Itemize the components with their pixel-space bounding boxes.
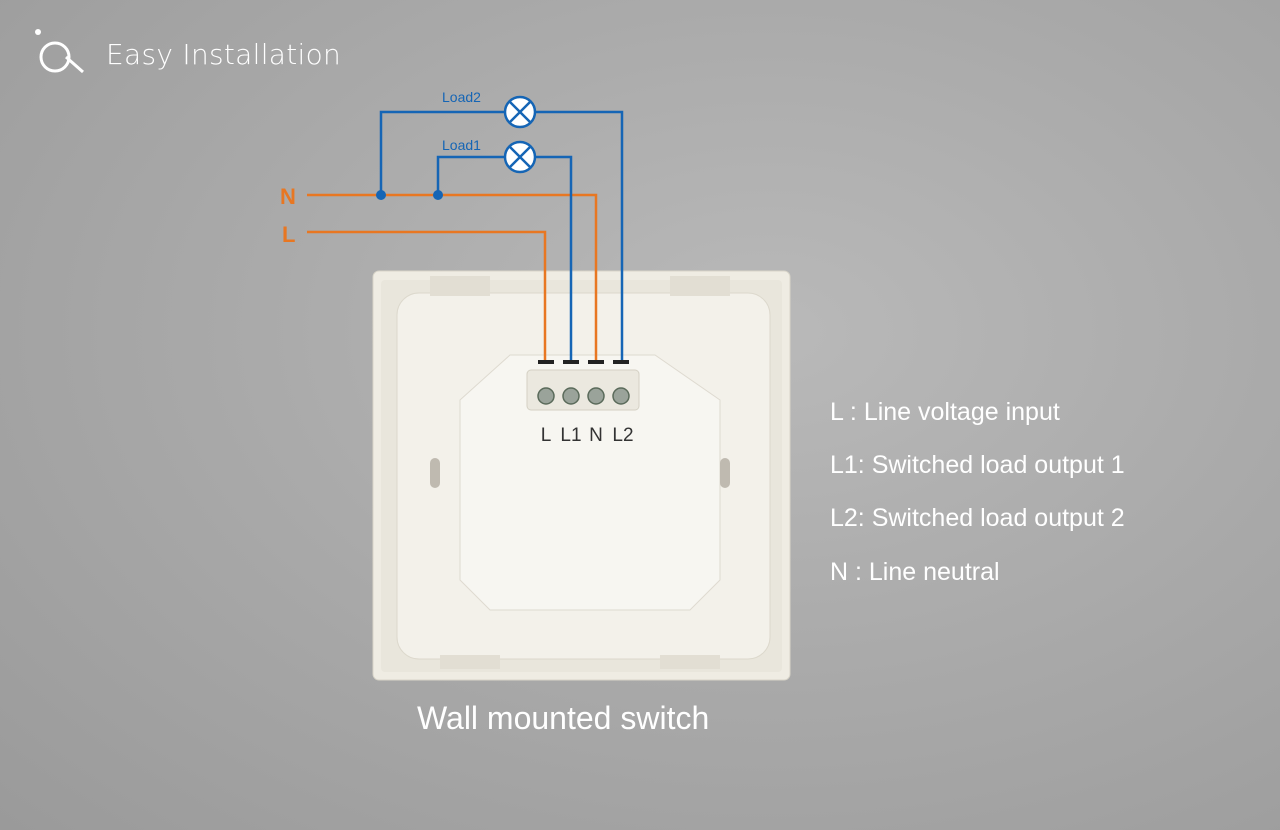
terminal-screws bbox=[537, 387, 630, 405]
caption: Wall mounted switch bbox=[417, 700, 710, 736]
terminal-label: L2 bbox=[612, 425, 633, 446]
load2-wire bbox=[379, 110, 624, 360]
junction-dot bbox=[376, 190, 386, 200]
load1-wire bbox=[436, 155, 573, 360]
terminal-label: N bbox=[589, 425, 603, 446]
terminal-label: L1 bbox=[560, 425, 581, 446]
line-wire bbox=[307, 230, 547, 360]
load1-label: Load1 bbox=[442, 137, 481, 153]
legend-item: L : Line voltage input bbox=[830, 398, 1060, 426]
neutral-wire bbox=[307, 193, 598, 360]
neutral-label: N bbox=[280, 184, 296, 209]
legend-item: L2: Switched load output 2 bbox=[830, 504, 1125, 532]
terminal-label: L bbox=[541, 425, 552, 446]
wall-switch-back bbox=[372, 270, 791, 681]
load2-label: Load2 bbox=[442, 89, 481, 105]
legend-item: L1: Switched load output 1 bbox=[830, 451, 1125, 479]
lamp-icon bbox=[503, 95, 537, 129]
legend-item: N : Line neutral bbox=[830, 558, 1000, 586]
lamp-icon bbox=[503, 140, 537, 174]
line-label: L bbox=[282, 222, 295, 247]
page-title: Easy Installation bbox=[106, 38, 342, 71]
junction-dot bbox=[433, 190, 443, 200]
installation-logo-icon bbox=[35, 29, 84, 74]
